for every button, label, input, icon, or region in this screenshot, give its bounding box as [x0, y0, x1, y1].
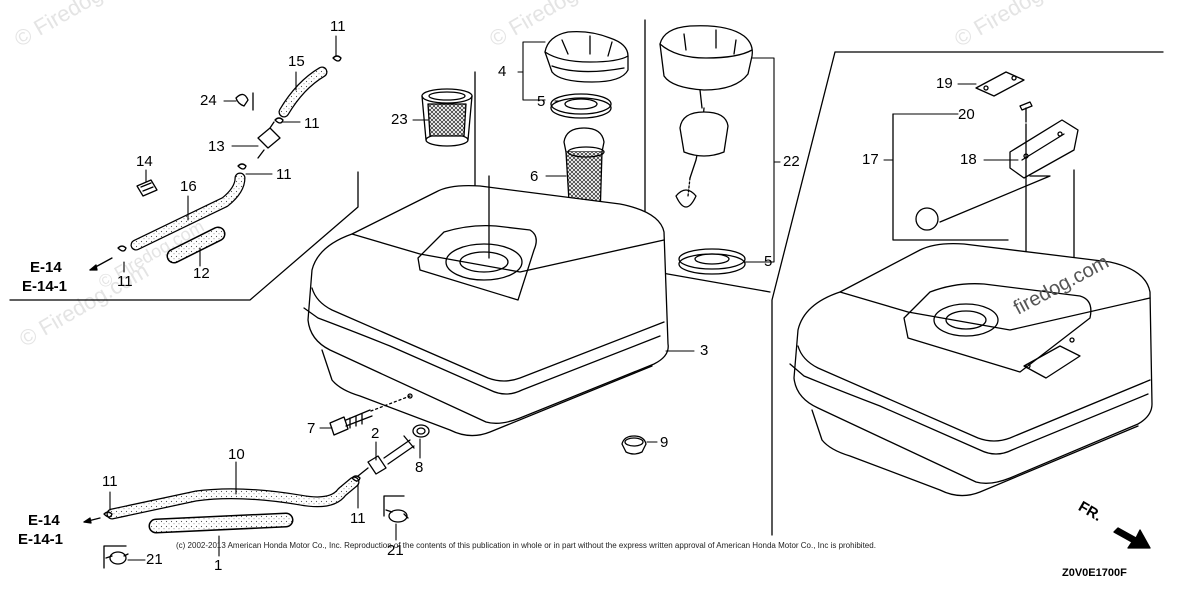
- part-8-washer: [412, 424, 430, 438]
- section-border-left: [9, 171, 359, 301]
- callout-10: 10: [228, 446, 245, 463]
- part-11-clip: [332, 55, 342, 62]
- callout-11: 11: [117, 273, 133, 290]
- fr-direction-arrow: [1113, 527, 1151, 549]
- reference-e14-1[interactable]: E-14-1: [22, 278, 68, 295]
- callout-2: 2: [371, 425, 380, 442]
- part-3-fuel-tank-assembled: [789, 242, 1153, 497]
- reference-e14[interactable]: E-14: [28, 512, 60, 529]
- callout-6: 6: [530, 168, 539, 185]
- part-11-clip: [351, 475, 361, 482]
- part-23-screen-filter: [421, 88, 473, 147]
- part-11-clip: [274, 117, 284, 124]
- part-24-clamp: [235, 93, 249, 107]
- callout-14: 14: [136, 153, 153, 170]
- callout-8: 8: [415, 459, 424, 476]
- part-9-cushion: [621, 435, 647, 455]
- part-3-fuel-tank: [303, 175, 669, 437]
- callout-22: 22: [783, 153, 800, 170]
- part-13-inline-filter: [257, 121, 281, 159]
- part-19-plate: [975, 71, 1025, 97]
- callout-3: 3: [700, 342, 709, 359]
- part-18-fuel-gauge: [915, 119, 1079, 231]
- callout-9: 9: [660, 434, 669, 451]
- part-11-clip: [117, 245, 127, 252]
- callout-19: 19: [936, 75, 953, 92]
- part-5-gasket: [550, 93, 612, 119]
- part-11-clip: [103, 511, 113, 518]
- callout-13: 13: [208, 138, 225, 155]
- part-20-screw: [1019, 101, 1033, 123]
- callout-21: 21: [146, 551, 163, 568]
- callout-18: 18: [960, 151, 977, 168]
- callout-5: 5: [764, 253, 773, 270]
- callout-11: 11: [276, 166, 292, 183]
- part-21-clamp: [383, 495, 409, 523]
- part-4-fuel-cap: [544, 30, 629, 83]
- callout-21: 21: [387, 542, 404, 559]
- callout-16: 16: [180, 178, 197, 195]
- copyright-notice: (c) 2002-2013 American Honda Motor Co., …: [176, 541, 876, 550]
- callout-11: 11: [304, 115, 320, 132]
- part-11-clip: [237, 163, 247, 170]
- part-14-grommet: [136, 179, 158, 197]
- part-22-cap-assembly: [659, 25, 753, 208]
- callout-4: 4: [498, 63, 507, 80]
- callout-17: 17: [862, 151, 879, 168]
- diagram-code: Z0V0E1700F: [1062, 567, 1127, 579]
- callout-20: 20: [958, 106, 975, 123]
- part-5-gasket-lower: [678, 248, 746, 275]
- reference-e14-1[interactable]: E-14-1: [18, 531, 64, 548]
- callout-12: 12: [193, 265, 210, 282]
- part-2-drain-valve: [357, 435, 415, 477]
- callout-7: 7: [307, 420, 316, 437]
- callout-24: 24: [200, 92, 217, 109]
- callout-11: 11: [102, 473, 118, 490]
- callout-11: 11: [350, 510, 366, 527]
- callout-1: 1: [214, 557, 223, 574]
- callout-11: 11: [330, 18, 346, 35]
- section-border-right: [771, 51, 1164, 536]
- part-7-bolt: [329, 409, 373, 436]
- reference-e14[interactable]: E-14: [30, 259, 62, 276]
- callout-23: 23: [391, 111, 408, 128]
- part-21-clamp: [103, 545, 129, 569]
- callout-15: 15: [288, 53, 305, 70]
- callout-5: 5: [537, 93, 546, 110]
